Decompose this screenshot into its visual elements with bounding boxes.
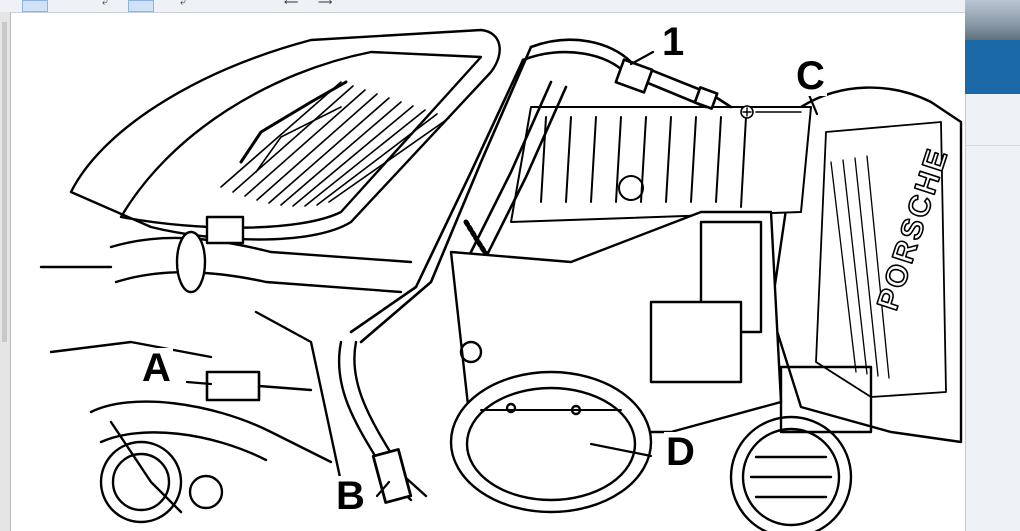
lower-left-components (49, 310, 428, 524)
crossover-tube (39, 215, 413, 294)
right-intake-manifold: PORSCHE (769, 86, 963, 444)
callout-c: C (794, 54, 827, 98)
arrow-tool-icon[interactable]: ⤶ (102, 0, 108, 8)
reservoir-cap (729, 365, 873, 531)
pointer-select-icon[interactable] (22, 0, 48, 12)
redo-icon[interactable]: ⟶ (318, 0, 333, 8)
left-intake-manifold (69, 28, 501, 241)
side-panel-accent-block (965, 40, 1020, 94)
arrow-tool-icon[interactable]: ⤶ (180, 0, 186, 8)
callout-b: B (334, 474, 367, 518)
side-panel-thumbnail (965, 0, 1020, 40)
engine-block-fins (510, 106, 812, 223)
arrow-tool-icon[interactable] (128, 0, 154, 12)
side-panel-divider (965, 145, 1020, 146)
vacuum-hoses (349, 38, 733, 344)
viewer-toolbar: ⤶ ⤶ ⟵ ⟶ (0, 0, 965, 13)
callout-a: A (140, 346, 173, 390)
throttle-body (449, 210, 783, 514)
engine-bay-diagram: PORSCHE (39, 28, 963, 531)
left-scrollbar[interactable] (0, 12, 11, 531)
callout-1: 1 (660, 20, 687, 64)
callout-leaders (185, 50, 819, 498)
scrollbar-thumb[interactable] (2, 22, 7, 342)
undo-icon[interactable]: ⟵ (284, 0, 299, 8)
callout-d: D (664, 430, 697, 474)
